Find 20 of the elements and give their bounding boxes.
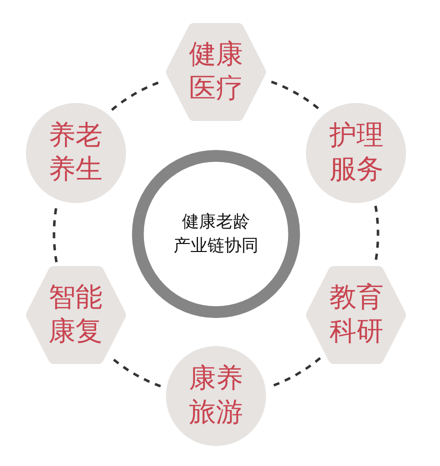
node-label: 智能康复 — [48, 281, 104, 349]
hexagon-node — [26, 265, 126, 365]
node-label: 养老养生 — [48, 119, 104, 187]
circle-node — [166, 346, 266, 446]
hexagon-node — [306, 265, 406, 365]
dashed-connector — [111, 357, 162, 388]
circle-node — [26, 103, 126, 203]
dashed-connector — [111, 80, 162, 111]
dashed-connector — [270, 80, 321, 111]
node-label: 健康医疗 — [188, 38, 244, 106]
circle-node — [306, 103, 406, 203]
dashed-connector — [52, 206, 58, 262]
hexagon-node — [166, 22, 266, 122]
node-label: 康养旅游 — [188, 362, 244, 430]
ring-node — [132, 150, 300, 318]
node-label: 护理服务 — [328, 119, 384, 187]
node-label: 健康老龄产业链协同 — [172, 211, 260, 258]
node-label: 教育科研 — [328, 281, 384, 349]
dashed-connector — [270, 357, 321, 388]
dashed-connector — [374, 206, 380, 262]
